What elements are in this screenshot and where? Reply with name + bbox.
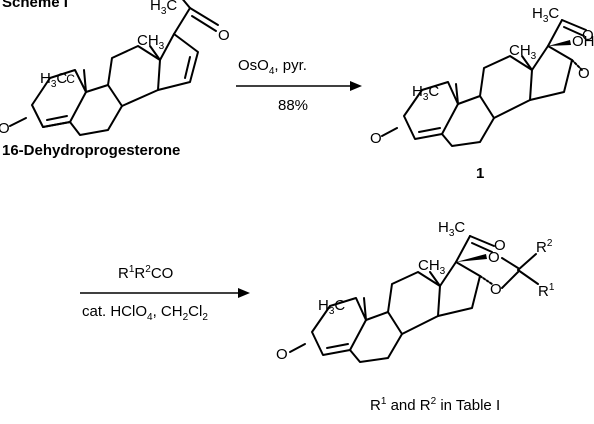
product-structure: O H3C CH3 O O R2 R1 O H3C [276,219,555,363]
product-acetal-oxygen-1: O [488,249,500,266]
product-c10-methyl-label: H3C [318,297,345,317]
diol-acetyl-methyl-label: H3C [532,5,559,25]
c10-methyl-label: H3CC [40,70,75,90]
start-compound-name: 16-Dehydroprogesterone [2,142,180,159]
step1-yield: 88% [278,97,308,114]
diol-17-hydroxyl: OH [572,33,594,50]
step2-reagent: R1R2CO [118,264,173,282]
scheme-label: Scheme I [2,0,68,11]
step1-reagent: OsO4, pyr. [238,57,307,77]
diol-compound-number: 1 [476,165,484,182]
product-r2-label: R2 [536,238,553,256]
product-acetyl-oxygen: O [494,237,506,254]
product-acetal-oxygen-2: O [490,281,502,298]
product-caption: R1 and R2 in Table I [370,396,500,414]
diol-c10-methyl-label: H3C [412,83,439,103]
acetyl-methyl-label: H3C [150,0,177,17]
diol-16-hydroxyl: O [578,65,590,82]
product-c13-methyl-label: CH3 [418,257,446,277]
start-structure: O H3CC CH3 O H3C [0,0,230,137]
reaction-step-2: R1R2CO cat. HClO4, CH2Cl2 [80,264,250,323]
diol-c13-methyl-label: CH3 [509,42,537,62]
ketone-oxygen: O [0,120,10,137]
acetyl-oxygen: O [218,27,230,44]
product-ketone-oxygen: O [276,346,288,363]
diol-acetyl-oxygen: O [582,27,594,44]
c13-methyl-label: CH3 [137,32,165,52]
product-acetyl-methyl-label: H3C [438,219,465,239]
diol-structure: O H3C CH3 OH O O H3C [370,5,594,147]
product-r1-label: R1 [538,282,555,300]
diol-ketone-oxygen: O [370,130,382,147]
step2-catalyst: cat. HClO4, CH2Cl2 [82,303,208,323]
reaction-step-1: OsO4, pyr. 88% [236,57,362,114]
